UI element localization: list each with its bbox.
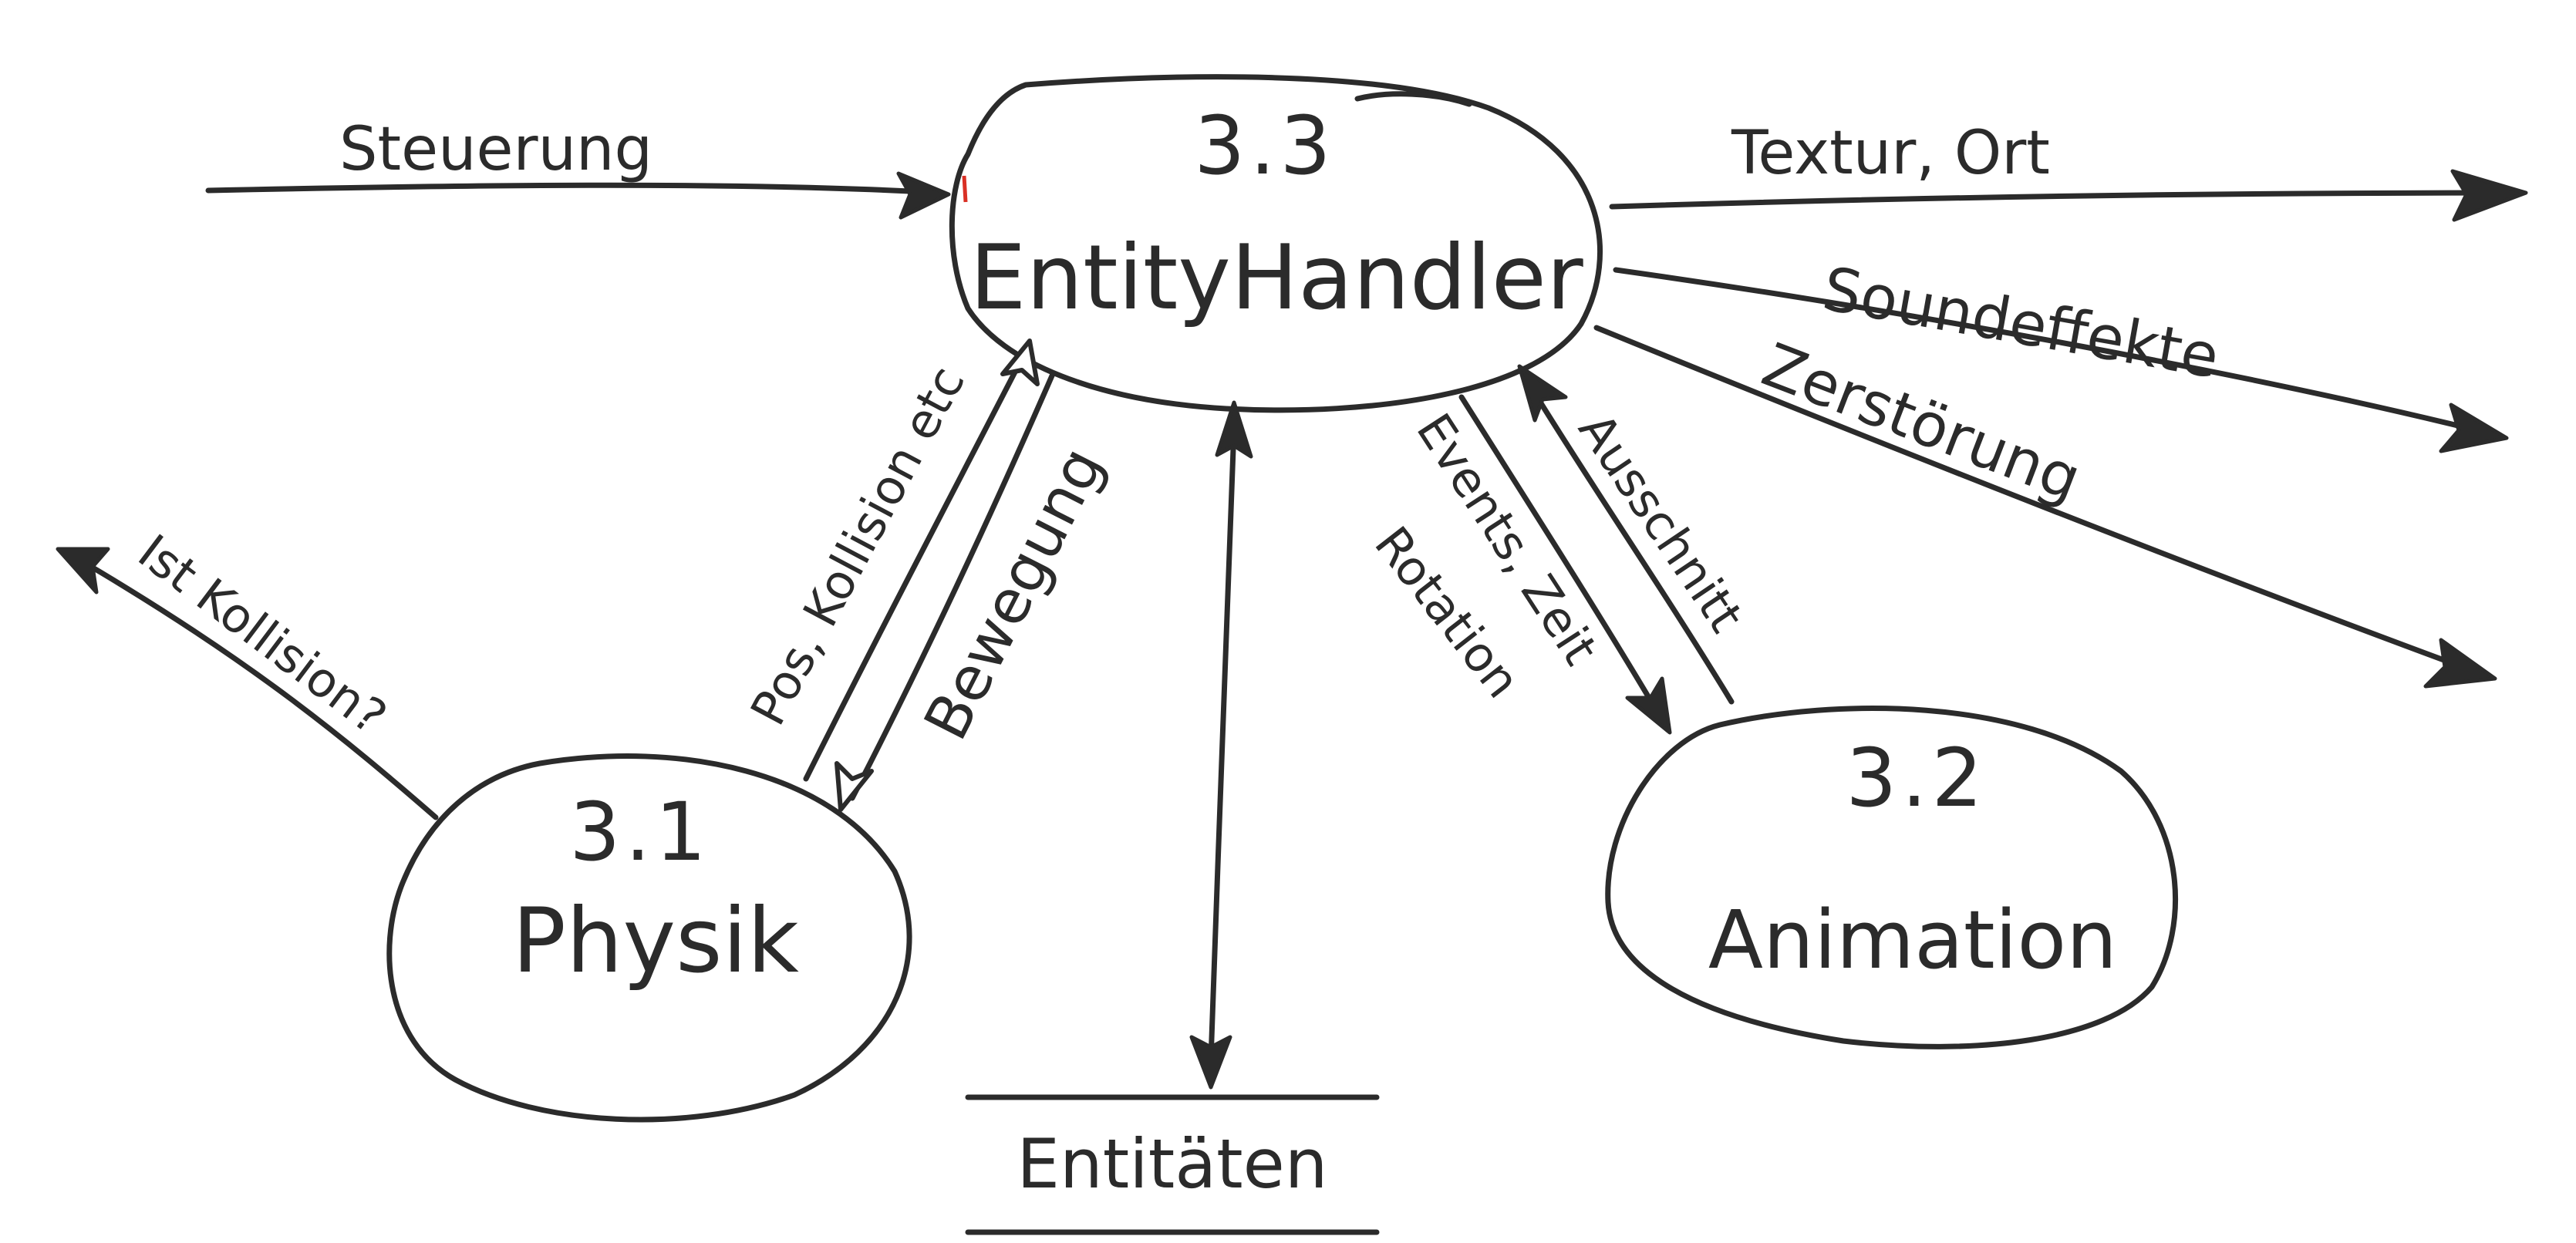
process-entity-handler: 3.3 EntityHandler xyxy=(949,74,1603,413)
flow-textur-ort-line xyxy=(1609,190,2525,210)
flow-bewegung-line xyxy=(849,371,1056,801)
flow-zerstoerung-arrowhead xyxy=(2423,638,2497,689)
cursor-mark xyxy=(962,175,968,203)
flow-soundeffekte: Soundeffekte xyxy=(1613,254,2509,453)
data-store-name: Entitäten xyxy=(1017,1124,1327,1204)
flow-steuerung-arrowhead xyxy=(896,171,951,220)
process-animation: 3.2 Animation xyxy=(1605,706,2178,1049)
flow-events-zeit-line xyxy=(1458,394,1661,716)
flow-entity-store xyxy=(1189,400,1253,1090)
flow-ausschnitt-arrowhead xyxy=(1517,364,1568,423)
flow-ist-kollision-arrowhead xyxy=(56,547,110,595)
flow-events-zeit-arrowhead xyxy=(1625,676,1672,735)
process-physik-outline xyxy=(386,753,912,1123)
flow-ist-kollision: Ist Kollision? xyxy=(56,524,439,820)
process-entity-handler-overlap-stroke xyxy=(1354,91,1472,107)
flow-ausschnitt-line xyxy=(1532,390,1735,705)
data-store-entitaeten: Entitäten xyxy=(965,1094,1380,1235)
process-physik-number: 3.1 xyxy=(569,785,710,879)
flow-textur-ort-label: Textur, Ort xyxy=(1731,119,2050,188)
flow-pos-kollision-line xyxy=(803,355,1025,782)
flow-soundeffekte-line xyxy=(1613,267,2502,439)
flow-entity-store-arrowhead-top xyxy=(1215,400,1253,459)
flow-pos-kollision-arrowhead xyxy=(1000,339,1040,386)
process-entity-handler-name: EntityHandler xyxy=(969,226,1583,330)
flow-textur-ort-arrowhead xyxy=(2450,169,2528,222)
flow-entity-store-line xyxy=(1208,425,1237,1063)
flow-bewegung-arrowhead xyxy=(835,761,874,812)
process-entity-handler-number: 3.3 xyxy=(1194,99,1335,193)
flow-bewegung-label: Bewegung xyxy=(912,436,1118,750)
process-physik-name: Physik xyxy=(512,889,799,993)
process-physik: 3.1 Physik xyxy=(386,753,912,1123)
flow-steuerung: Steuerung xyxy=(205,115,968,220)
process-animation-outline xyxy=(1605,706,2178,1049)
flow-textur-ort: Textur, Ort xyxy=(1609,119,2528,222)
process-entity-handler-outline xyxy=(949,74,1603,413)
flow-bewegung: Bewegung xyxy=(835,371,1118,812)
flow-steuerung-line xyxy=(205,182,944,196)
flow-zerstoerung: Zerstörung xyxy=(1593,325,2497,689)
flow-ist-kollision-line xyxy=(82,560,439,820)
process-animation-name: Animation xyxy=(1708,893,2117,987)
flow-entity-store-arrowhead-bottom xyxy=(1189,1035,1232,1090)
process-animation-number: 3.2 xyxy=(1846,731,1987,825)
flow-zerstoerung-line xyxy=(1593,325,2487,678)
flow-soundeffekte-arrowhead xyxy=(2439,403,2509,453)
flow-steuerung-label: Steuerung xyxy=(339,115,652,184)
flow-ist-kollision-label: Ist Kollision? xyxy=(128,524,397,746)
